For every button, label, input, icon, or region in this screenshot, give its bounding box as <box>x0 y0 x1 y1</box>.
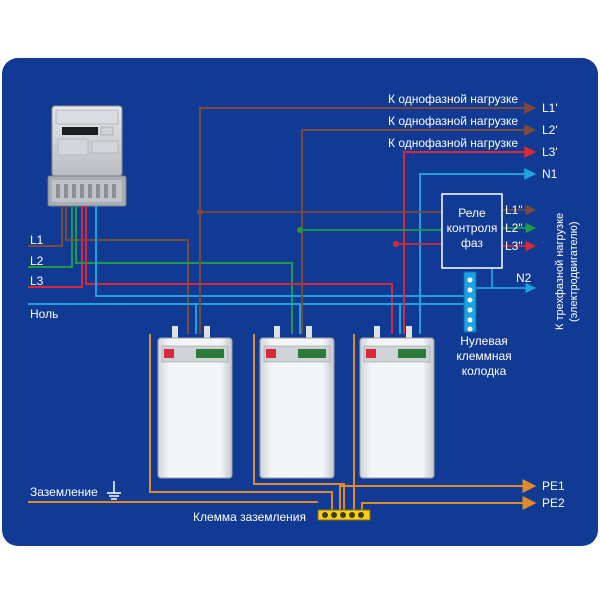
caption-l1-prime: К однофазной нагрузке <box>388 92 518 106</box>
neutral-block-line3: колодка <box>462 364 507 378</box>
label-l1-double-prime: L1" <box>505 203 523 217</box>
meter-input-l1 <box>28 206 63 247</box>
input-label-l2: L2 <box>30 254 44 268</box>
ground-stab1 <box>149 334 333 512</box>
neutral-block-line2: клеммная <box>456 349 511 363</box>
ground-symbol-icon <box>107 481 121 500</box>
meter-input-l2 <box>28 206 73 268</box>
bus-l3 <box>85 206 393 334</box>
junction-l3 <box>393 241 399 247</box>
label-l2-prime: L2' <box>542 123 558 137</box>
junction-l2 <box>297 227 303 233</box>
input-label-l3: L3 <box>30 274 44 288</box>
meter-input-l3 <box>28 206 83 288</box>
input-label-l1: L1 <box>30 233 44 247</box>
label-pe1: PE1 <box>542 479 565 493</box>
bus-l1 <box>65 206 189 334</box>
stabilizer-1 <box>157 326 233 479</box>
out-l2-prime <box>301 124 537 334</box>
label-l3-prime: L3' <box>542 145 558 159</box>
input-label-neutral: Ноль <box>30 307 58 321</box>
out-l3-prime <box>403 146 537 334</box>
neutral-terminal-block <box>463 271 477 333</box>
caption-l3-prime: К однофазной нагрузке <box>388 136 518 150</box>
relay-label-line2: контроля <box>447 221 498 235</box>
caption-l2-prime: К однофазной нагрузке <box>388 114 518 128</box>
ground-terminal-block <box>317 509 371 521</box>
stabilizer-3 <box>359 326 435 479</box>
label-l2-double-prime: L2" <box>505 221 523 235</box>
ground-stab2 <box>253 334 345 512</box>
relay-label-line1: Реле <box>458 206 486 220</box>
pe1-line <box>339 479 537 512</box>
out-l1-prime <box>199 102 537 334</box>
out-n1 <box>419 168 537 334</box>
junction-l1 <box>197 209 203 215</box>
label-l3-double-prime: L3" <box>505 239 523 253</box>
stabilizer-2 <box>259 326 335 479</box>
electricity-meter <box>47 105 127 207</box>
neutral-block-line1: Нулевая <box>460 334 508 348</box>
three-phase-load-line2: (электродвигателю) <box>568 221 580 322</box>
three-phase-load-line1: К трехфазной нагрузке <box>554 213 566 330</box>
ground-label: Заземление <box>30 485 98 499</box>
ground-terminal-label: Клемма заземления <box>193 510 306 524</box>
bus-neutral <box>95 206 468 297</box>
label-pe2: PE2 <box>542 496 565 510</box>
label-n2: N2 <box>516 271 532 285</box>
pe2-line <box>361 496 537 512</box>
bus-l2 <box>75 206 293 334</box>
relay-box <box>441 193 503 269</box>
relay-label-line3: фаз <box>461 236 483 250</box>
label-n1: N1 <box>542 167 558 181</box>
label-l1-prime: L1' <box>542 101 558 115</box>
